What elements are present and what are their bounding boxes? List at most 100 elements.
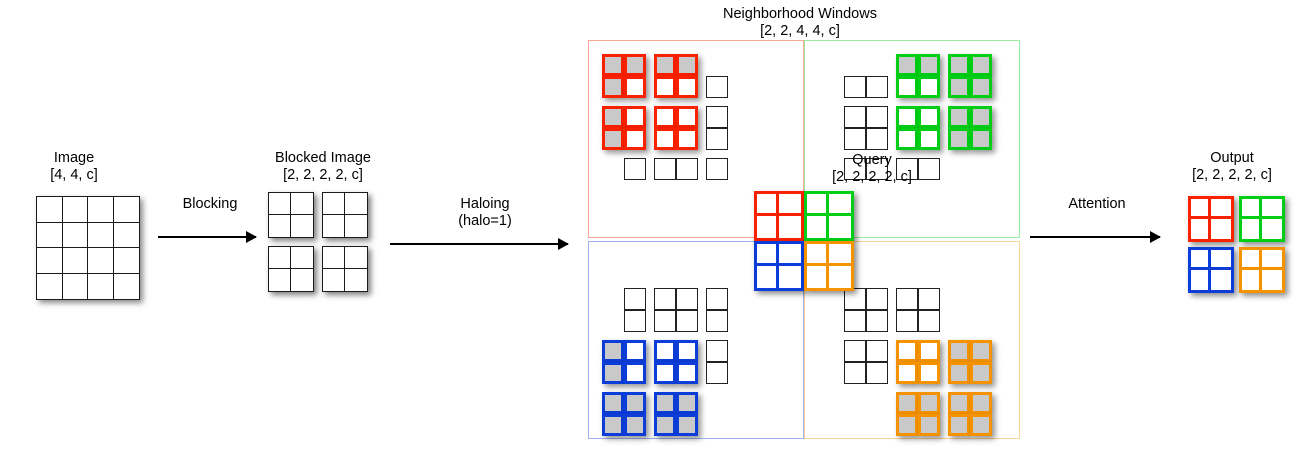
block-cell xyxy=(1211,219,1231,239)
image-title: Image xyxy=(53,150,95,166)
block-cell xyxy=(779,244,801,266)
halo-cell xyxy=(676,392,698,414)
context-cell xyxy=(844,362,866,384)
context-cell xyxy=(676,288,698,310)
block-cell xyxy=(291,193,313,215)
block-cell xyxy=(1211,199,1231,219)
halo-cell xyxy=(948,76,970,98)
output-block-bottom-left xyxy=(1188,247,1234,293)
window-cell xyxy=(624,362,646,384)
halo-cell xyxy=(602,106,624,128)
halo-cell xyxy=(602,392,624,414)
haloing-arrow-sublabel: (halo=1) xyxy=(458,213,512,229)
window-cell xyxy=(918,106,940,128)
context-cell xyxy=(676,310,698,332)
context-cell xyxy=(896,288,918,310)
halo-cell xyxy=(948,362,970,384)
context-cell xyxy=(844,158,866,180)
block-cell xyxy=(829,194,851,216)
context-cell xyxy=(706,106,728,128)
context-cell xyxy=(896,310,918,332)
blocking-arrow-label: Blocking xyxy=(182,196,238,212)
image-cell xyxy=(88,248,114,274)
window-cell xyxy=(654,340,676,362)
block-cell xyxy=(345,193,367,215)
image-cell xyxy=(62,248,88,274)
context-cell xyxy=(624,288,646,310)
output-shape: [2, 2, 2, 2, c] xyxy=(1192,167,1272,183)
block-cell xyxy=(757,216,779,238)
halo-cell xyxy=(654,414,676,436)
block-cell xyxy=(1262,219,1282,239)
context-cell xyxy=(624,310,646,332)
context-cell xyxy=(654,310,676,332)
halo-cell xyxy=(602,340,624,362)
block-cell xyxy=(323,193,345,215)
block-cell xyxy=(269,247,291,269)
block-cell xyxy=(323,269,345,291)
image-shape: [4, 4, c] xyxy=(50,167,98,183)
block-cell xyxy=(829,266,851,288)
image-cell xyxy=(88,222,114,248)
halo-cell xyxy=(970,106,992,128)
block-cell xyxy=(291,215,313,237)
window-cell xyxy=(896,76,918,98)
halo-cell xyxy=(948,414,970,436)
window-cell xyxy=(918,340,940,362)
block-cell xyxy=(1191,270,1211,290)
image-cell xyxy=(113,248,139,274)
blocked-image-block-0 xyxy=(268,192,314,238)
halo-cell xyxy=(654,392,676,414)
window-cell xyxy=(676,76,698,98)
output-block-top-left xyxy=(1188,196,1234,242)
halo-cell xyxy=(602,362,624,384)
window-cell xyxy=(654,76,676,98)
blocked-image-block-1 xyxy=(322,192,368,238)
context-cell xyxy=(866,340,888,362)
haloing-arrow xyxy=(390,243,568,245)
attention-arrow-label: Attention xyxy=(1068,196,1126,212)
block-cell xyxy=(323,247,345,269)
image-cell xyxy=(114,274,140,300)
halo-cell xyxy=(602,54,624,76)
context-cell xyxy=(844,340,866,362)
context-cell xyxy=(896,158,918,180)
halo-cell xyxy=(602,128,624,150)
block-cell xyxy=(757,266,779,288)
window-cell xyxy=(918,362,940,384)
halo-cell xyxy=(624,54,646,76)
block-cell xyxy=(1211,250,1231,270)
block-cell xyxy=(1242,219,1262,239)
neighborhood-title: Neighborhood Windows xyxy=(723,6,877,22)
block-cell xyxy=(1262,270,1282,290)
halo-cell xyxy=(918,414,940,436)
block-cell xyxy=(323,215,345,237)
block-cell xyxy=(829,216,851,238)
halo-cell xyxy=(896,392,918,414)
blocking-arrow xyxy=(158,236,256,238)
halo-cell xyxy=(624,414,646,436)
window-cell xyxy=(624,76,646,98)
halo-cell xyxy=(948,106,970,128)
block-cell xyxy=(269,269,291,291)
output-title: Output xyxy=(1210,150,1254,166)
block-cell xyxy=(1242,270,1262,290)
context-cell xyxy=(844,310,866,332)
window-cell xyxy=(654,362,676,384)
haloing-arrow-label: Haloing xyxy=(460,196,510,212)
window-cell xyxy=(624,340,646,362)
block-cell xyxy=(779,194,801,216)
block-cell xyxy=(291,269,313,291)
block-cell xyxy=(807,194,829,216)
halo-cell xyxy=(896,414,918,436)
window-cell xyxy=(676,106,698,128)
output-block-top-right xyxy=(1239,196,1285,242)
image-grid xyxy=(36,196,140,300)
window-cell xyxy=(676,340,698,362)
halo-cell xyxy=(948,340,970,362)
image-cell xyxy=(113,223,139,248)
context-cell xyxy=(706,128,728,150)
block-cell xyxy=(807,266,829,288)
context-cell xyxy=(624,158,646,180)
